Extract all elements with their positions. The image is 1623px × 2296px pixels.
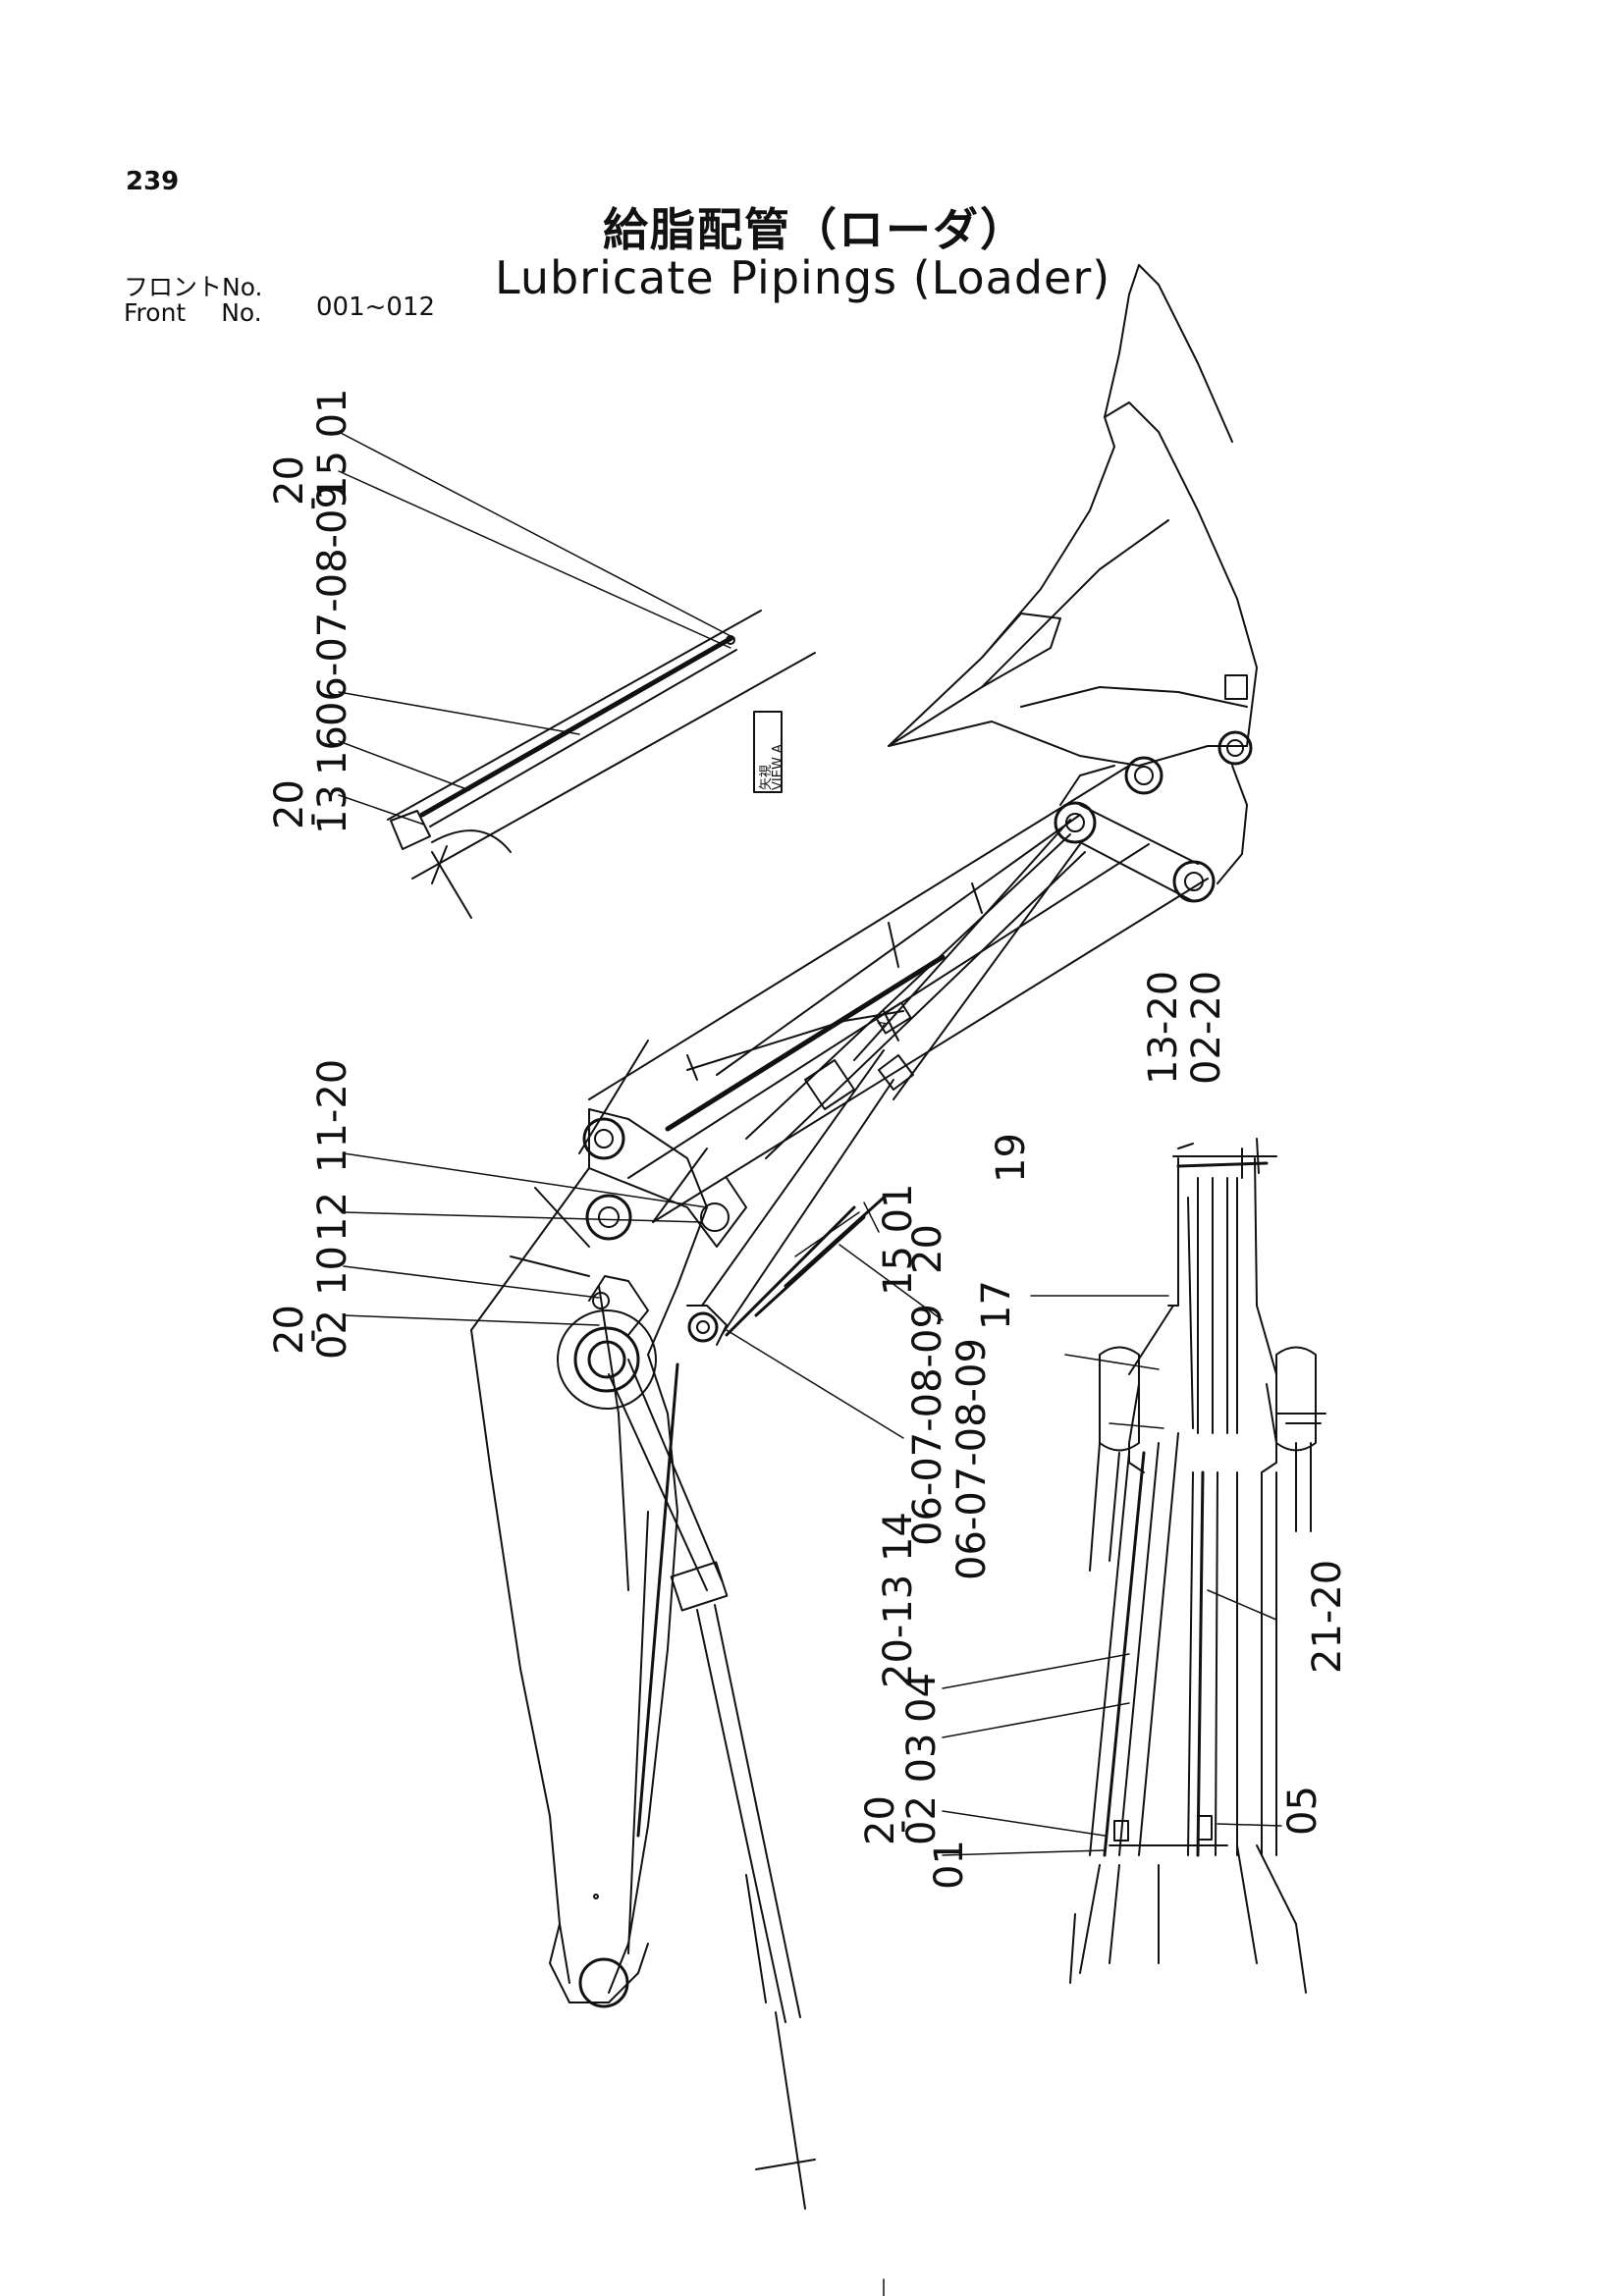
- view-a-tag: [753, 711, 783, 793]
- callout-20-right: 20: [858, 1795, 903, 1845]
- front-label-en: Front No.: [124, 300, 263, 326]
- leader-detail-13: [338, 794, 425, 826]
- leader-detail-16: [338, 740, 470, 791]
- arm: [578, 765, 1216, 1223]
- view-a-jp: 矢視: [759, 765, 774, 790]
- callout-02-03: 02 03: [899, 1733, 945, 1845]
- front-number-range: 001~012: [316, 293, 436, 322]
- callout-01-right: 01: [927, 1840, 972, 1890]
- callout-13-20: 13-20: [1141, 971, 1186, 1085]
- callout-06-09-mid-a: 06-07-08-09: [905, 1304, 950, 1546]
- callout-dash-right: -: [879, 1820, 924, 1834]
- front-label-no: No.: [221, 298, 262, 327]
- callout-15-01-mid: 15 01: [876, 1183, 921, 1296]
- callout-detail-06-09-a: 06-07-08-09: [310, 484, 355, 726]
- callout-20-mid: 20: [905, 1224, 950, 1274]
- title-japanese: 給脂配管（ローダ）: [603, 203, 1027, 256]
- detail-center-line: [431, 851, 472, 919]
- leader-detail-01: [338, 431, 735, 639]
- callout-detail-13: 13: [310, 784, 355, 834]
- front-number-label: フロントNo. Front No.: [124, 275, 263, 326]
- callout-19: 19: [989, 1133, 1034, 1183]
- callout-20-13-14: 20-13 14: [876, 1512, 921, 1688]
- callout-detail-dash-top: -: [289, 497, 334, 510]
- page-number: 239: [126, 167, 180, 196]
- boom-leaders: [343, 1152, 1169, 1439]
- callout-02-20: 02-20: [1184, 971, 1229, 1085]
- leader-detail-06: [338, 691, 580, 735]
- callout-detail-dash-bottom: -: [289, 813, 334, 827]
- front-label-front: Front: [124, 298, 187, 327]
- callout-21-20: 21-20: [1305, 1560, 1350, 1674]
- callout-detail-15-01: 15 01: [310, 388, 355, 501]
- front-label-jp: フロントNo.: [124, 273, 263, 301]
- detail-arm-edge-top: [387, 610, 762, 821]
- detail-view-a: [338, 431, 816, 919]
- view-a-en: VIEW A: [771, 744, 785, 790]
- title-english: Lubricate Pipings (Loader): [495, 251, 1111, 304]
- detail-arc: [431, 829, 512, 853]
- callout-10: 10: [310, 1246, 355, 1296]
- callout-11-20: 11-20: [310, 1059, 355, 1173]
- detail-fitting-block: [390, 810, 431, 850]
- callout-detail-16: 16: [310, 725, 355, 775]
- callout-02-boom: 02: [310, 1309, 355, 1360]
- detail-arm-edge-bottom: [411, 652, 816, 880]
- callout-17: 17: [974, 1280, 1019, 1330]
- bucket: [888, 264, 1258, 884]
- plan-leaders: [942, 1354, 1282, 1856]
- plan-view: [1069, 1138, 1326, 1994]
- detail-grease-pipe: [419, 635, 734, 818]
- leader-detail-15: [338, 470, 731, 649]
- callout-04: 04: [899, 1673, 945, 1723]
- callout-12: 12: [310, 1192, 355, 1242]
- callout-detail-20-top: 20: [267, 455, 312, 506]
- callout-detail-20-bottom: 20: [267, 779, 312, 829]
- callout-20-boom: 20: [267, 1305, 312, 1355]
- boom: [470, 1049, 894, 2210]
- callout-dash-boom: -: [289, 1329, 334, 1343]
- callout-06-09-mid-b: 06-07-08-09: [949, 1338, 995, 1580]
- detail-grease-pipe-outline: [429, 649, 737, 828]
- callout-05: 05: [1280, 1786, 1325, 1836]
- detail-center-line-2: [431, 845, 448, 884]
